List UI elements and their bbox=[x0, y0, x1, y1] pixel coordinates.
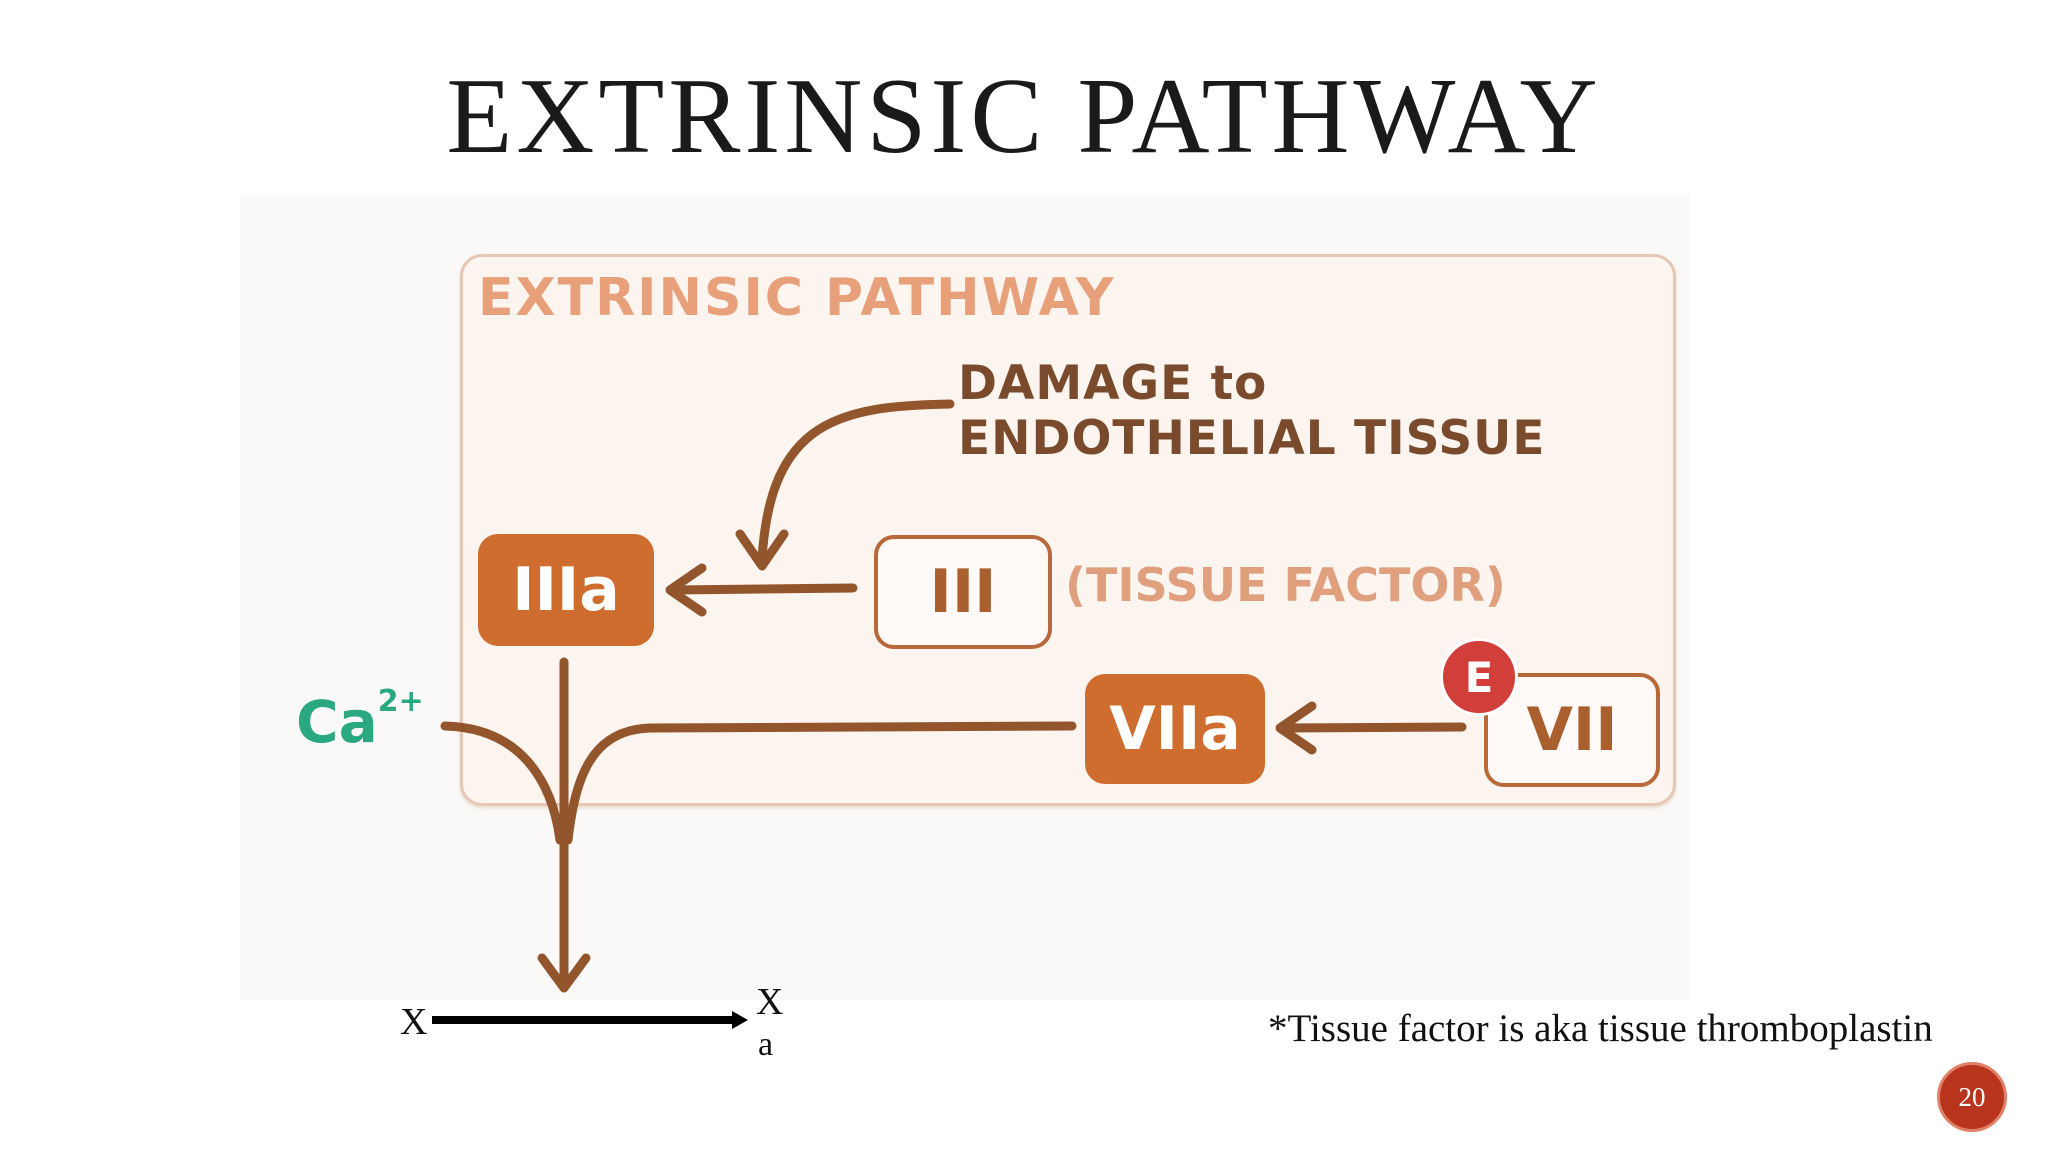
slide-title: EXTRINSIC PATHWAY bbox=[446, 57, 1602, 176]
tissue-factor-arrowhead bbox=[665, 563, 707, 617]
substrate-x: X bbox=[400, 1001, 428, 1043]
damage-label: DAMAGE to ENDOTHELIAL TISSUE bbox=[958, 356, 1545, 466]
panel-title: EXTRINSIC PATHWAY bbox=[478, 268, 1116, 328]
damage-line-1: DAMAGE to bbox=[958, 356, 1268, 411]
page-number: 20 bbox=[1937, 1062, 2007, 1132]
factor-7a-line bbox=[563, 721, 1077, 845]
product-a: a bbox=[758, 1026, 774, 1063]
calcium-line bbox=[440, 721, 565, 845]
factor-7-arrowhead bbox=[1275, 701, 1317, 755]
calcium-symbol: Ca bbox=[296, 688, 378, 756]
factor-7-arrow bbox=[1278, 722, 1467, 733]
footnote: *Tissue factor is aka tissue thromboplas… bbox=[1268, 1007, 1933, 1050]
tissue-factor-arrow bbox=[667, 583, 858, 595]
damage-line-2: ENDOTHELIAL TISSUE bbox=[958, 411, 1546, 466]
factor-7-box: VII bbox=[1484, 673, 1660, 787]
damage-arrow bbox=[757, 399, 955, 565]
factor-3a-box: IIIa bbox=[478, 534, 654, 646]
damage-arrowhead bbox=[735, 529, 789, 571]
reaction-arrowhead bbox=[732, 1011, 748, 1029]
factor-3-box: III bbox=[874, 535, 1052, 649]
calcium-label: Ca2+ bbox=[296, 684, 424, 756]
product-x: X bbox=[756, 981, 784, 1023]
tissue-factor-label: (TISSUE FACTOR) bbox=[1065, 558, 1506, 612]
factor-7a-box: VIIa bbox=[1085, 674, 1265, 784]
converge-arrowhead bbox=[537, 953, 591, 993]
enzyme-badge: E bbox=[1440, 638, 1518, 716]
calcium-charge: 2+ bbox=[377, 684, 424, 719]
